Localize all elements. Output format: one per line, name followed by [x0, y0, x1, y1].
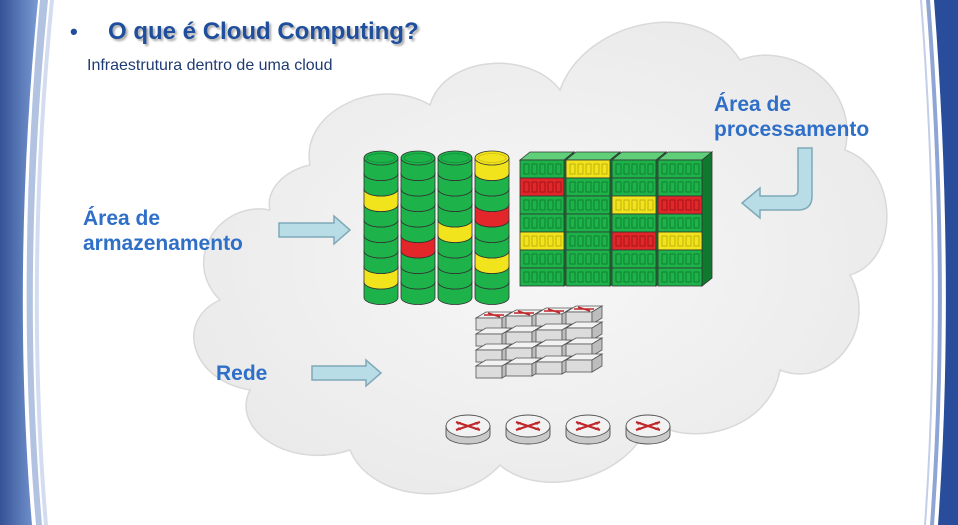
server-unit [565, 231, 611, 251]
server-unit [611, 195, 657, 215]
server-unit [519, 195, 565, 215]
server-unit [519, 231, 565, 251]
switch-icon [564, 353, 604, 373]
storage-disk-icon [400, 150, 436, 181]
storage-label-line2: armazenamento [83, 232, 243, 255]
router-icon [565, 414, 611, 445]
server-unit [611, 159, 657, 179]
server-unit [565, 213, 611, 233]
server-unit [519, 267, 565, 287]
server-unit [611, 177, 657, 197]
network-switches [474, 305, 604, 379]
processing-label-line2: processamento [714, 118, 870, 141]
server-unit [565, 195, 611, 215]
title-row: • O que é Cloud Computing? [70, 18, 419, 46]
server-unit [565, 267, 611, 287]
switch-icon [504, 341, 544, 361]
switch-icon [564, 305, 604, 325]
router-icon [445, 414, 491, 445]
switch-icon [564, 337, 604, 357]
storage-disk-icon [363, 150, 399, 181]
page-title: O que é Cloud Computing? [108, 18, 419, 45]
server-unit [657, 267, 703, 287]
server-unit [519, 159, 565, 179]
server-unit [565, 177, 611, 197]
storage-disk-icon [474, 150, 510, 181]
router-icon [625, 414, 671, 445]
processing-label-line1: Área de [714, 93, 792, 116]
page-subtitle: Infraestrutura dentro de uma cloud [87, 57, 333, 74]
network-routers [445, 414, 671, 445]
right-frame-decoration [920, 0, 958, 525]
processing-area-label: Área de processamento [714, 92, 869, 142]
storage-stack [437, 150, 473, 305]
storage-stack [400, 150, 436, 305]
server-rack-icon [518, 151, 576, 287]
storage-area-label: Área de armazenamento [83, 206, 243, 256]
switch-icon [564, 321, 604, 341]
server-unit [519, 213, 565, 233]
processing-area [518, 151, 714, 287]
server-unit [611, 213, 657, 233]
server-unit [657, 159, 703, 179]
server-unit [611, 249, 657, 269]
left-frame-decoration [0, 0, 54, 525]
storage-label-line1: Área de [83, 207, 161, 230]
storage-area [363, 150, 510, 305]
server-unit [611, 231, 657, 251]
bullet: • [70, 19, 78, 44]
server-unit [565, 249, 611, 269]
server-unit [657, 231, 703, 251]
server-unit [519, 177, 565, 197]
router-icon [505, 414, 551, 445]
server-unit [565, 159, 611, 179]
server-unit [519, 249, 565, 269]
server-unit [657, 195, 703, 215]
storage-stack [474, 150, 510, 305]
server-rack-icon [656, 151, 714, 287]
server-unit [657, 177, 703, 197]
arrow-bend-icon [740, 147, 813, 220]
server-unit [657, 213, 703, 233]
server-unit [611, 267, 657, 287]
arrow-right-icon [311, 358, 383, 388]
network-area-label: Rede [216, 362, 268, 385]
arrow-right-icon [278, 214, 352, 246]
storage-disk-icon [437, 150, 473, 181]
storage-stack [363, 150, 399, 305]
server-unit [657, 249, 703, 269]
